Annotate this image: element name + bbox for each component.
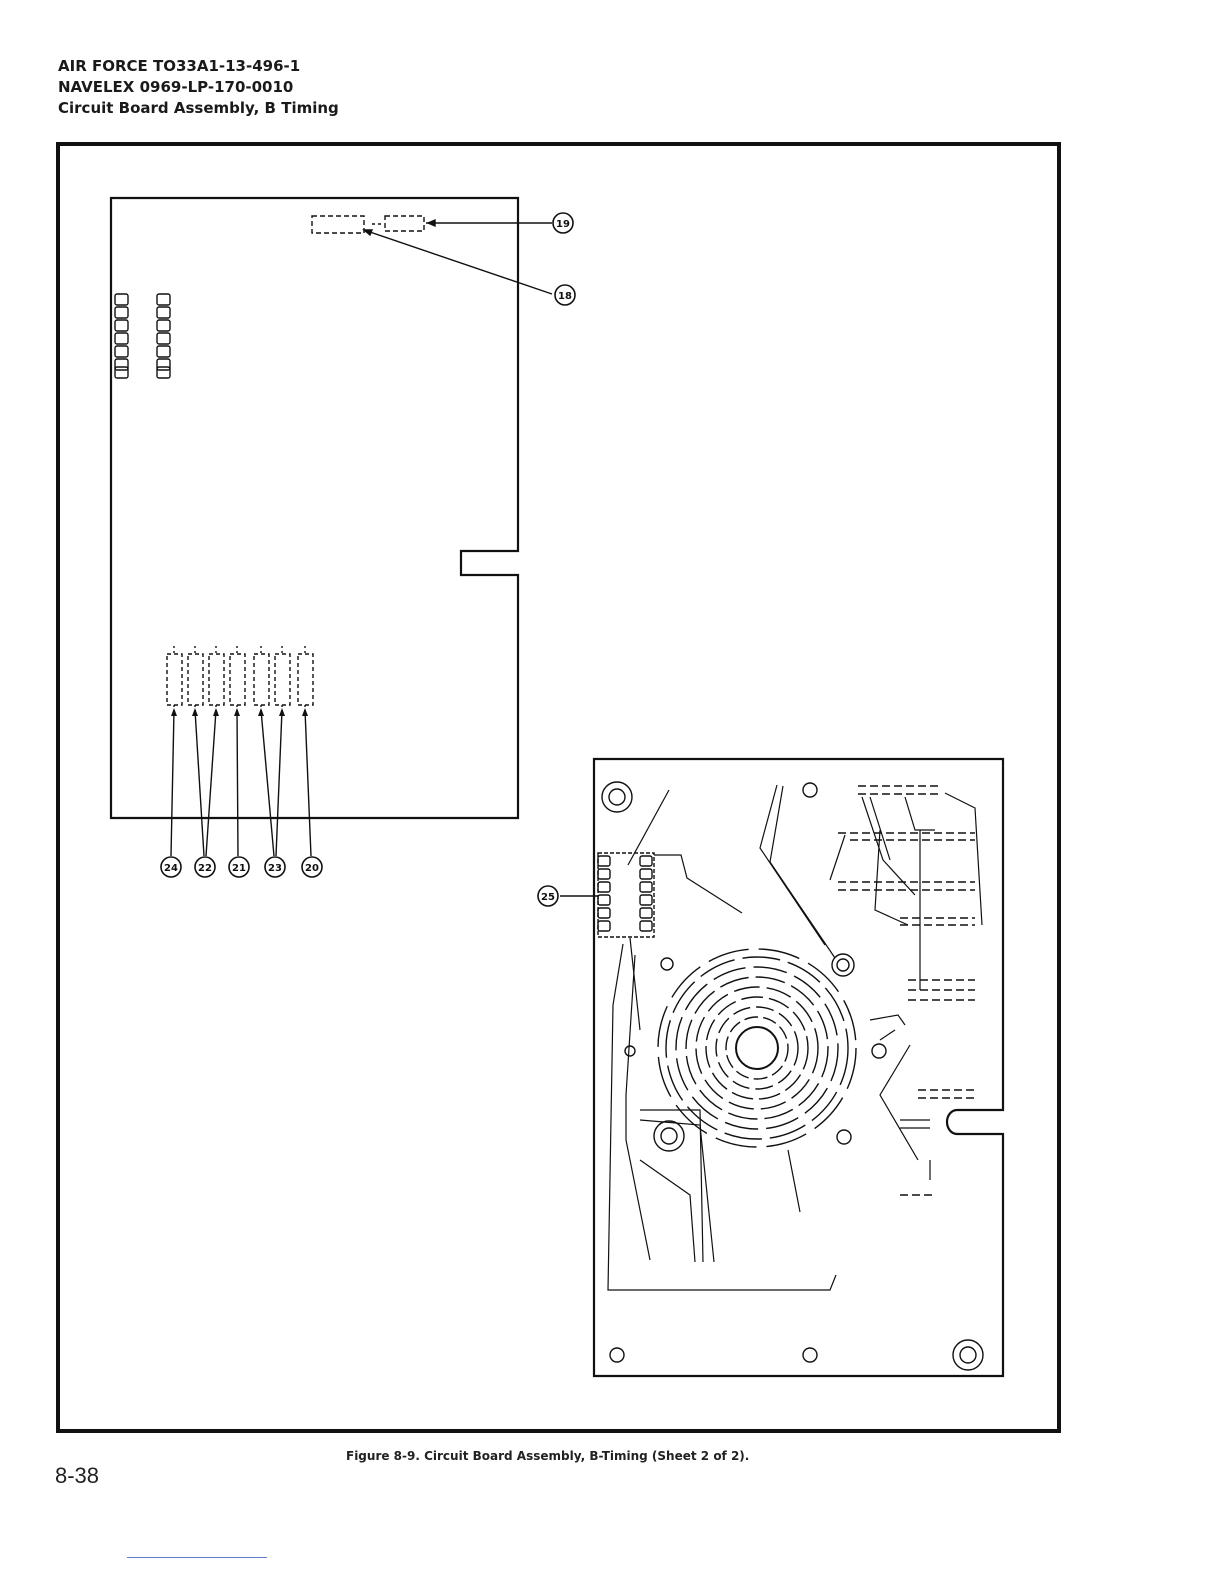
callout-circles bbox=[161, 213, 575, 906]
callout-19: 19 bbox=[556, 219, 570, 230]
callout-21: 21 bbox=[232, 863, 246, 874]
ic-socket bbox=[598, 853, 654, 937]
callout-22: 22 bbox=[198, 863, 212, 874]
mounting-holes bbox=[602, 782, 983, 1370]
board-outline-lower bbox=[594, 759, 1003, 1376]
board-outline-upper bbox=[111, 198, 518, 818]
footer-rule bbox=[127, 1557, 267, 1558]
figure-caption: Figure 8-9. Circuit Board Assembly, B-Ti… bbox=[346, 1449, 749, 1463]
callout-25: 25 bbox=[541, 892, 555, 903]
center-coil bbox=[658, 949, 856, 1147]
bottom-leaders bbox=[171, 710, 311, 856]
callout-18: 18 bbox=[558, 291, 572, 302]
connector-pads-left bbox=[115, 294, 170, 378]
component-row-bottom bbox=[167, 654, 313, 705]
page-number: 8-38 bbox=[55, 1463, 99, 1489]
leader-18 bbox=[364, 230, 552, 294]
callout-20: 20 bbox=[305, 863, 319, 874]
callout-23: 23 bbox=[268, 863, 282, 874]
callout-24: 24 bbox=[164, 863, 178, 874]
board-traces bbox=[608, 785, 982, 1290]
